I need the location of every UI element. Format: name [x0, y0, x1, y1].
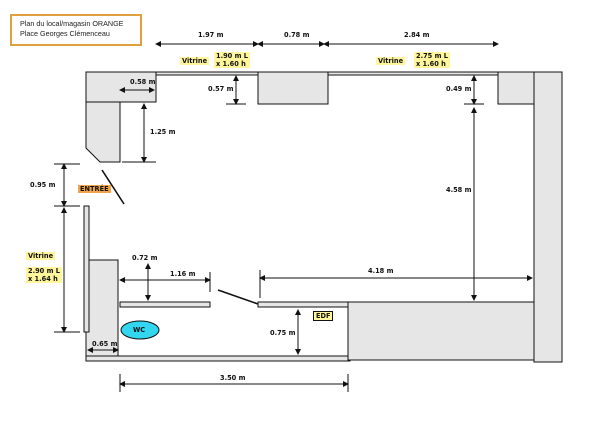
vitrine-left-dims: 2.90 m L x 1.64 h [26, 267, 62, 283]
dim-label-top-2: 0.78 m [284, 31, 310, 39]
top-right-block [497, 71, 535, 105]
left-window-wall [83, 205, 90, 333]
entrance-door [101, 169, 125, 205]
dim-label-116: 1.16 m [170, 270, 196, 278]
dim-label-125: 1.25 m [150, 128, 176, 136]
vitrine-left-dims-2: x 1.64 h [28, 275, 58, 283]
dim-label-top-1: 1.97 m [198, 31, 224, 39]
wc-fixture [120, 320, 160, 340]
vitrine-top-right-dims: 2.75 m L x 1.60 h [414, 52, 450, 68]
dim-label-350: 3.50 m [220, 374, 246, 382]
vitrine-top-right-label: Vitrine [376, 57, 406, 65]
dim-label-458: 4.58 m [446, 186, 472, 194]
vitrine-top-left-dims-2: x 1.60 h [216, 60, 246, 68]
dim-label-top-3: 2.84 m [404, 31, 430, 39]
dim-label-057: 0.57 m [208, 85, 234, 93]
dim-label-095: 0.95 m [30, 181, 56, 189]
dim-label-065: 0.65 m [92, 340, 118, 348]
left-angled-wall [85, 101, 121, 163]
dim-label-058: 0.58 m [130, 78, 156, 86]
walls [83, 71, 563, 363]
wc-label: WC [133, 326, 146, 334]
dim-label-072: 0.72 m [132, 254, 158, 262]
edf-label: EDF [313, 311, 334, 321]
vitrine-top-right-dims-2: x 1.60 h [416, 60, 446, 68]
vitrine-top-left-label: Vitrine [180, 57, 210, 65]
vitrine-top-left-dims: 1.90 m L x 1.60 h [214, 52, 250, 68]
vitrine-top-left-dims-1: 1.90 m L [216, 52, 248, 60]
dim-label-418: 4.18 m [368, 267, 394, 275]
top-left-block [85, 71, 157, 103]
bottom-wall [85, 355, 351, 362]
title-line-1: Plan du local/magasin ORANGE [20, 19, 124, 28]
right-wall [533, 71, 563, 363]
vitrine-left-dims-1: 2.90 m L [28, 267, 60, 275]
partition-left [119, 301, 211, 308]
dimension-lines [54, 41, 533, 392]
title-box: Plan du local/magasin ORANGE Place Georg… [10, 14, 142, 46]
interior-door [217, 289, 259, 305]
vitrine-top-right-dims-1: 2.75 m L [416, 52, 448, 60]
vitrine-left-label: Vitrine [26, 252, 56, 260]
bottom-right-room [347, 301, 535, 361]
entrance-label: ENTRÉE [78, 185, 111, 193]
top-middle-block [257, 71, 329, 105]
title-line-2: Place Georges Clémenceau [20, 29, 110, 38]
dim-label-049: 0.49 m [446, 85, 472, 93]
dim-label-075: 0.75 m [270, 329, 296, 337]
